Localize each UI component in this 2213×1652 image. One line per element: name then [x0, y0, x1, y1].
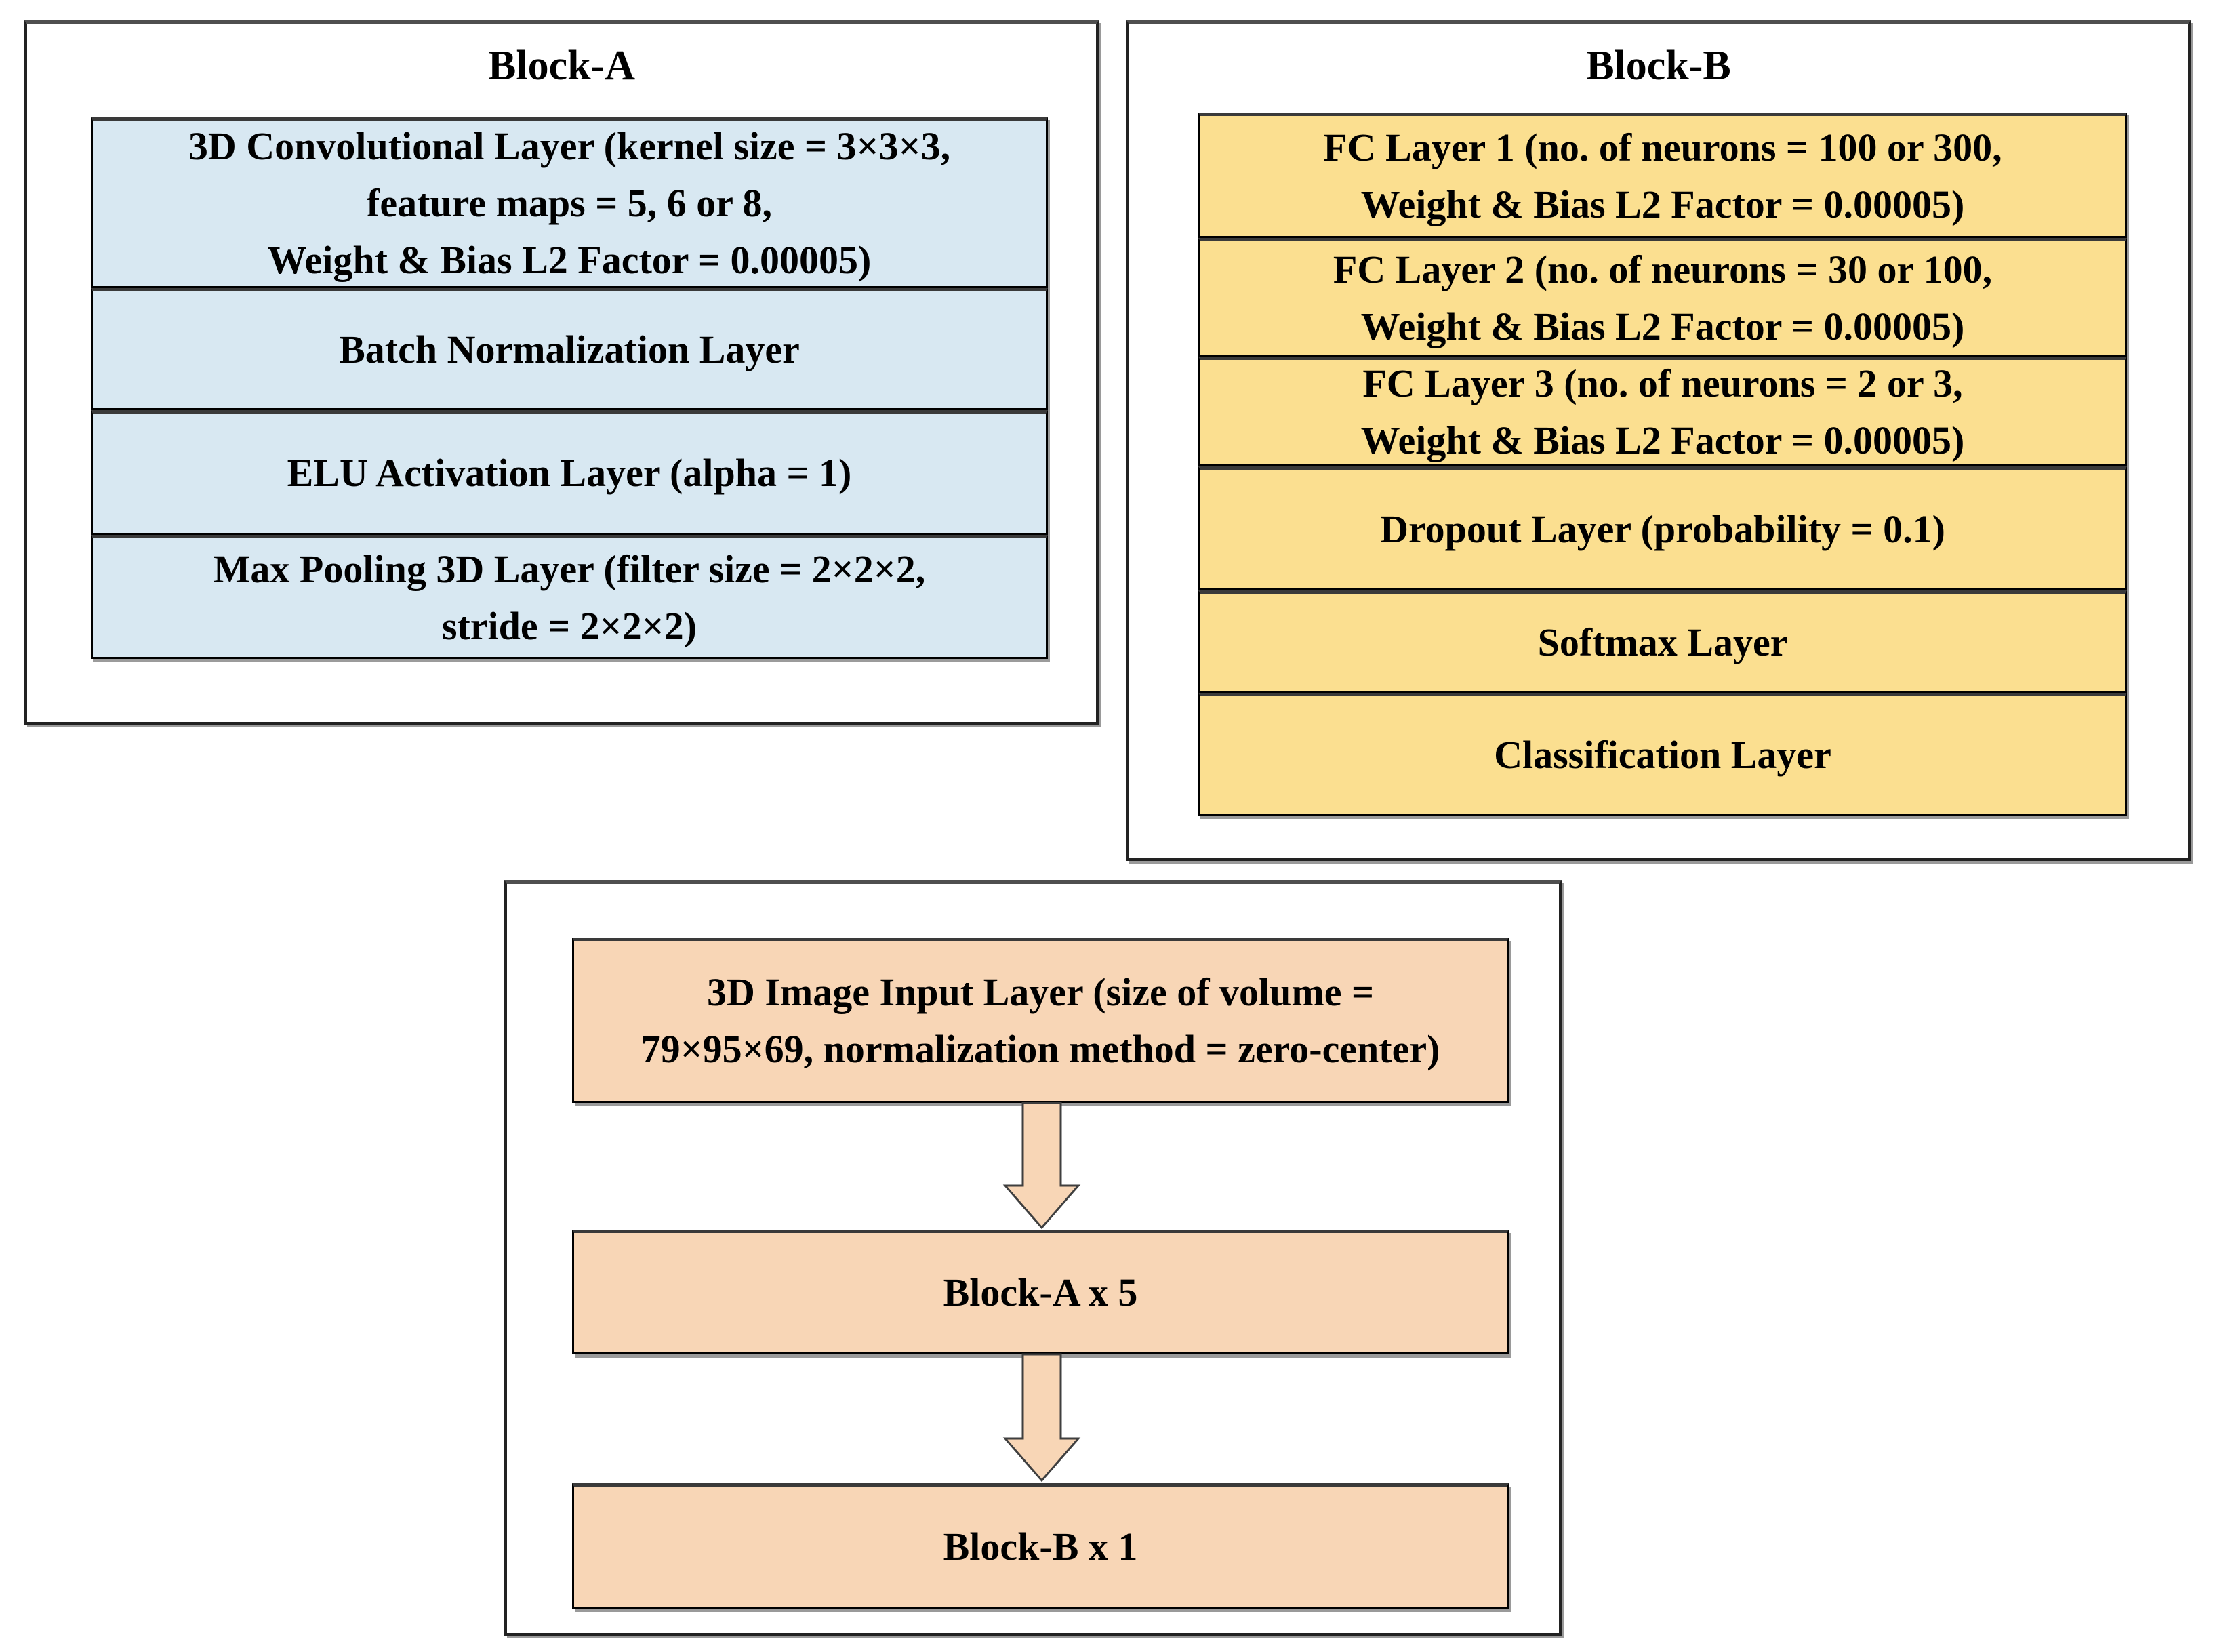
layer-text: 3D Convolutional Layer (kernel size = 3×… — [188, 124, 951, 168]
layer-row: Dropout Layer (probability = 0.1) — [1198, 466, 2127, 590]
down-arrow-icon — [1002, 1353, 1081, 1483]
layer-row: Classification Layer — [1198, 693, 2127, 816]
layer-text: Max Pooling 3D Layer (filter size = 2×2×… — [213, 546, 926, 591]
pipeline-panel: 3D Image Input Layer (size of volume = 79… — [504, 880, 1562, 1636]
layer-row: FC Layer 2 (no. of neurons = 30 or 100, W… — [1198, 238, 2127, 357]
layer-text: FC Layer 2 (no. of neurons = 30 or 100, — [1333, 247, 1993, 291]
input-layer-box: 3D Image Input Layer (size of volume = 79… — [572, 938, 1509, 1103]
layer-row: FC Layer 1 (no. of neurons = 100 or 300,… — [1198, 113, 2127, 238]
layer-row: Max Pooling 3D Layer (filter size = 2×2×… — [91, 535, 1048, 659]
layer-text: feature maps = 5, 6 or 8, — [367, 181, 772, 225]
node-text: 3D Image Input Layer (size of volume = — [706, 970, 1375, 1014]
down-arrow-icon — [1002, 1102, 1081, 1230]
layer-text: Batch Normalization Layer — [339, 327, 800, 371]
layer-text: Weight & Bias L2 Factor = 0.00005) — [1360, 304, 1965, 348]
layer-row: Batch Normalization Layer — [91, 288, 1048, 410]
layer-text: Dropout Layer (probability = 0.1) — [1380, 506, 1945, 551]
layer-text: Weight & Bias L2 Factor = 0.00005) — [1360, 182, 1965, 226]
layer-row: Softmax Layer — [1198, 590, 2127, 693]
layer-text: stride = 2×2×2) — [441, 603, 697, 648]
layer-text: FC Layer 1 (no. of neurons = 100 or 300, — [1323, 125, 2002, 169]
node-text: Block-B x 1 — [943, 1524, 1138, 1569]
block-a-x5-box: Block-A x 5 — [572, 1230, 1509, 1354]
block-a-layer-stack: 3D Convolutional Layer (kernel size = 3×… — [91, 117, 1048, 659]
node-text: 79×95×69, normalization method = zero-ce… — [641, 1027, 1440, 1071]
layer-text: Softmax Layer — [1537, 620, 1788, 664]
block-b-panel: Block-B FC Layer 1 (no. of neurons = 100… — [1126, 20, 2191, 861]
layer-text: Weight & Bias L2 Factor = 0.00005) — [1360, 418, 1965, 462]
layer-text: Weight & Bias L2 Factor = 0.00005) — [267, 238, 872, 282]
node-text: Block-A x 5 — [943, 1270, 1138, 1314]
layer-text: Classification Layer — [1494, 733, 1831, 777]
layer-text: FC Layer 3 (no. of neurons = 2 or 3, — [1362, 361, 1963, 405]
layer-row: ELU Activation Layer (alpha = 1) — [91, 410, 1048, 535]
block-b-layer-stack: FC Layer 1 (no. of neurons = 100 or 300,… — [1198, 113, 2127, 816]
layer-row: FC Layer 3 (no. of neurons = 2 or 3, Weig… — [1198, 357, 2127, 466]
layer-row: 3D Convolutional Layer (kernel size = 3×… — [91, 117, 1048, 288]
block-b-x1-box: Block-B x 1 — [572, 1483, 1509, 1609]
block-a-title: Block-A — [488, 43, 635, 89]
block-a-panel: Block-A 3D Convolutional Layer (kernel s… — [24, 20, 1099, 725]
layer-text: ELU Activation Layer (alpha = 1) — [287, 451, 852, 495]
block-b-title: Block-B — [1586, 43, 1731, 89]
